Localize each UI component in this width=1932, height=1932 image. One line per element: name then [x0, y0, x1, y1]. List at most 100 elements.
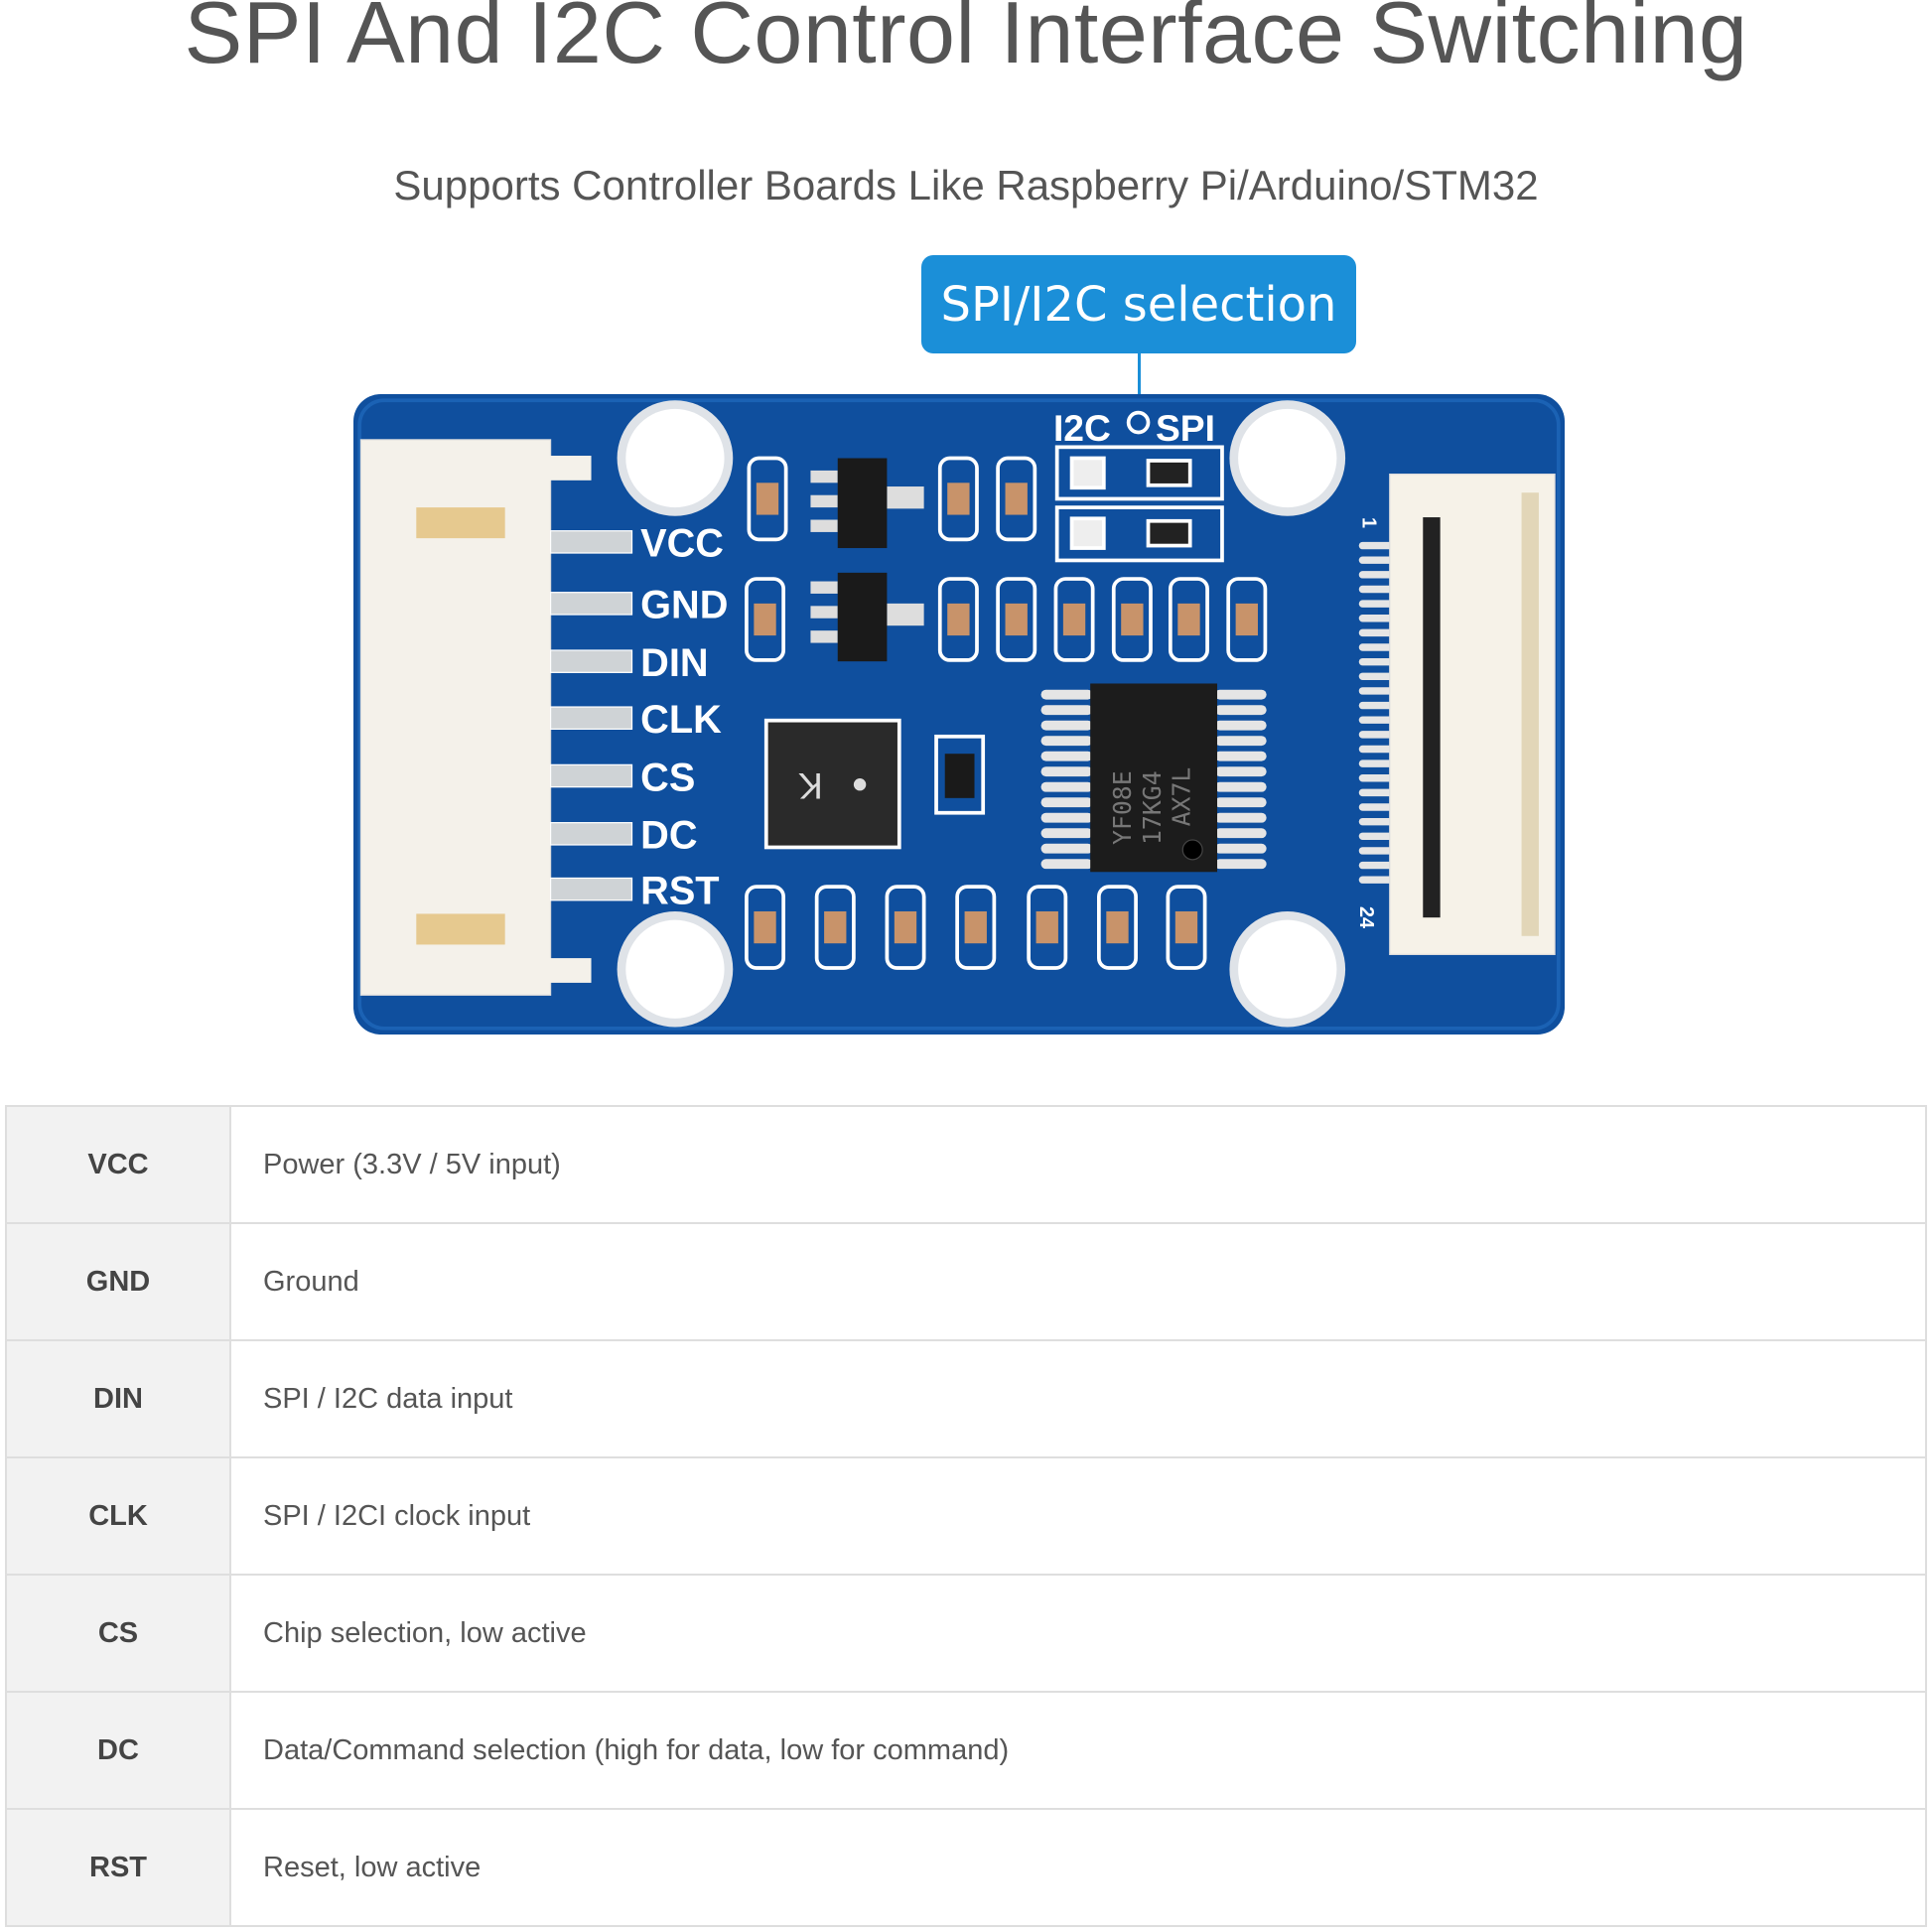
fpc-pin — [1358, 615, 1394, 622]
header-pin — [549, 877, 633, 901]
fpc-pin — [1358, 585, 1394, 594]
pin-label: DC — [640, 814, 697, 858]
fpc-pin — [1358, 731, 1394, 739]
fpc-pin — [1358, 657, 1394, 666]
ic-pin — [1040, 751, 1093, 761]
header-pin — [549, 822, 633, 846]
callout-pointer-line — [1138, 353, 1141, 419]
page-subtitle: Supports Controller Boards Like Raspberr… — [393, 162, 1539, 208]
pin-description-cell: Data/Command selection (high for data, l… — [229, 1691, 1927, 1810]
fpc-connector — [1389, 474, 1556, 955]
fpc-pin — [1358, 861, 1394, 870]
fpc-pin — [1358, 541, 1394, 550]
fpc-pin — [1358, 803, 1394, 811]
chip-marking-line: 17KG4 — [1138, 770, 1167, 845]
voltage-regulator — [810, 458, 924, 549]
callout-label: SPI/I2C selection — [940, 276, 1337, 333]
ic-pin — [1040, 859, 1093, 870]
fpc-pin — [1358, 556, 1394, 564]
ic-pin — [1214, 766, 1267, 777]
fpc-pin — [1358, 745, 1394, 754]
fpc-pin — [1358, 847, 1394, 855]
pin-name-cell: RST — [5, 1808, 231, 1927]
fpc-pin — [1358, 876, 1394, 884]
jumper-pads — [1054, 445, 1224, 563]
ic-pin — [1040, 828, 1093, 839]
fpc-pin-1-label: 1 — [1357, 517, 1379, 528]
spi-label: SPI — [1156, 407, 1215, 449]
fpc-pin — [1358, 716, 1394, 724]
ic-pin — [1214, 689, 1267, 700]
ic-pin — [1214, 828, 1267, 839]
ic-pin — [1214, 843, 1267, 854]
pin-name-cell: CS — [5, 1574, 231, 1693]
ic-pin — [1214, 812, 1267, 823]
ic-pin — [1214, 781, 1267, 792]
pin-description-cell: Chip selection, low active — [229, 1574, 1927, 1693]
ic-pin — [1040, 766, 1093, 777]
fpc-pin — [1358, 628, 1394, 637]
fpc-pin — [1358, 643, 1394, 651]
pin-name-cell: DIN — [5, 1339, 231, 1458]
fpc-pin — [1358, 571, 1394, 579]
pin-label: GND — [640, 584, 728, 627]
ic-pin — [1040, 797, 1093, 808]
spi-i2c-selection-callout: SPI/I2C selection — [921, 255, 1356, 353]
fpc-pin — [1358, 759, 1394, 767]
pin-description-cell: Reset, low active — [229, 1808, 1927, 1927]
pin-label: CLK — [640, 698, 722, 742]
ic-pin — [1040, 720, 1093, 731]
fpc-pin — [1358, 687, 1394, 695]
chip-marking-line: YF08E — [1108, 770, 1137, 845]
fpc-pin — [1358, 701, 1394, 710]
level-shifter-ic: YF08E 17KG4 AX7L — [1090, 683, 1218, 873]
pin-name-cell: CLK — [5, 1456, 231, 1576]
inductor-marking: K — [798, 765, 823, 807]
header-pin — [549, 592, 633, 616]
pin-label: RST — [640, 870, 719, 913]
voltage-regulator — [810, 572, 924, 662]
ic-pin — [1040, 736, 1093, 747]
pin-description-cell: Power (3.3V / 5V input) — [229, 1105, 1927, 1224]
pin-label: DIN — [640, 641, 708, 685]
header-pin — [549, 763, 633, 788]
fpc-pin — [1358, 788, 1394, 797]
pin-name-cell: GND — [5, 1222, 231, 1341]
ic-pin — [1214, 705, 1267, 716]
fpc-pin — [1358, 672, 1394, 681]
header-pin — [549, 706, 633, 731]
transistor — [934, 734, 986, 815]
pin-description-cell: Ground — [229, 1222, 1927, 1341]
mounting-holes — [617, 400, 1346, 1028]
ic-pin — [1214, 797, 1267, 808]
pin-name-cell: DC — [5, 1691, 231, 1810]
pin-label: CS — [640, 756, 695, 799]
ic-pin — [1214, 720, 1267, 731]
ic-pin — [1214, 751, 1267, 761]
ic-pin — [1040, 781, 1093, 792]
pin-description-cell: SPI / I2CI clock input — [229, 1456, 1927, 1576]
i2c-label: I2C — [1053, 407, 1111, 449]
fpc-pin-24-label: 24 — [1355, 906, 1377, 928]
ic-pin — [1040, 812, 1093, 823]
ic-pin — [1214, 736, 1267, 747]
fpc-pin — [1358, 817, 1394, 826]
fpc-pin — [1358, 774, 1394, 782]
ic-pin — [1040, 843, 1093, 854]
inductor: K — [763, 718, 901, 850]
ic-pin — [1040, 705, 1093, 716]
page-title: SPI And I2C Control Interface Switching — [184, 0, 1748, 81]
fpc-pin — [1358, 832, 1394, 841]
chip-marking-line: AX7L — [1168, 767, 1196, 827]
ic-pin — [1040, 689, 1093, 700]
fpc-pin — [1358, 600, 1394, 608]
header-pin — [549, 649, 633, 673]
